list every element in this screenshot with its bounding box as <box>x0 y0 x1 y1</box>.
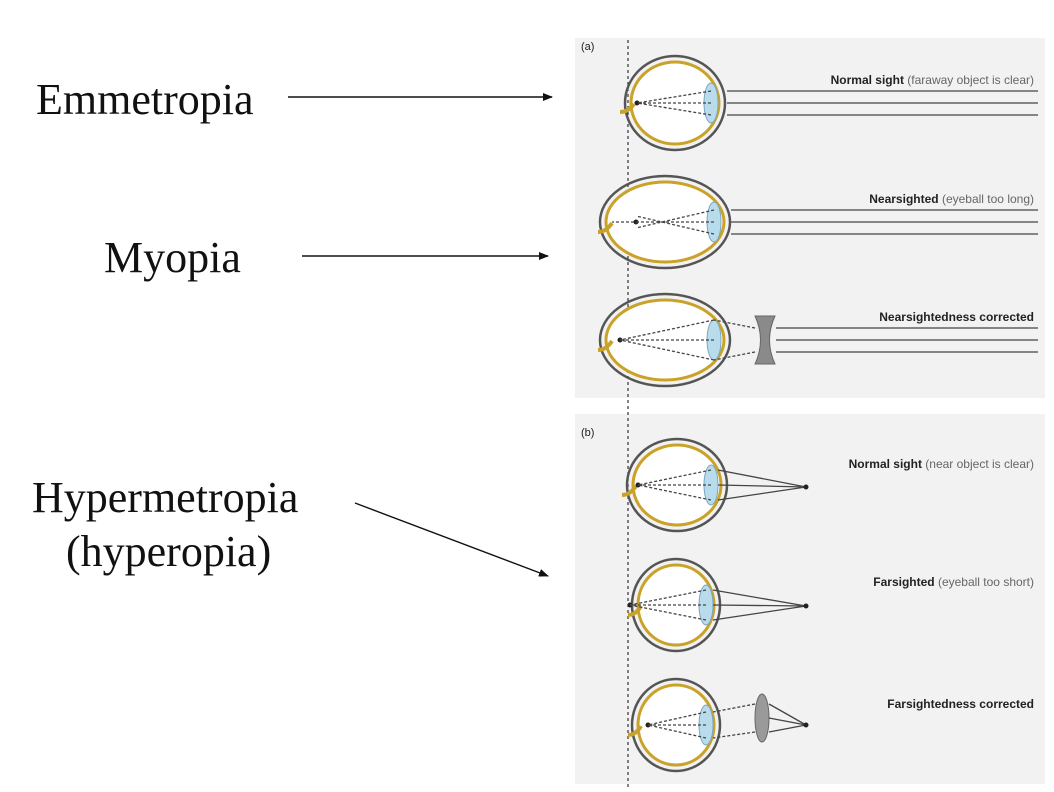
eye-a2 <box>597 174 732 270</box>
row-b3-bold: Farsightedness corrected <box>887 697 1034 711</box>
rays-b3 <box>647 703 807 739</box>
hypermetropia-label: Hypermetropia <box>32 473 299 522</box>
panel-a-tag: (a) <box>581 41 594 53</box>
hyperopia-label: (hyperopia) <box>66 527 272 576</box>
myopia-label: Myopia <box>104 233 241 282</box>
row-b3-caption: Farsightedness corrected <box>887 697 1034 711</box>
row-b1-caption: Normal sight (near object is clear) <box>849 457 1034 471</box>
row-b2-caption: Farsighted (eyeball too short) <box>873 575 1034 589</box>
row-b1-bold: Normal sight <box>849 457 922 471</box>
rays-a1 <box>636 90 1038 116</box>
row-b1-note: (near object is clear) <box>922 457 1034 471</box>
row-a1-caption: Normal sight (faraway object is clear) <box>831 73 1034 87</box>
concave-lens <box>754 315 776 365</box>
row-a2-bold: Nearsighted <box>869 192 938 206</box>
row-a1-note: (faraway object is clear) <box>904 73 1034 87</box>
row-a2-caption: Nearsighted (eyeball too long) <box>869 192 1034 206</box>
row-b2-bold: Farsighted <box>873 575 934 589</box>
arrow-hypermetropia <box>354 502 549 577</box>
panel-b-tag: (b) <box>581 427 594 439</box>
row-a3-bold: Nearsightedness corrected <box>879 310 1034 324</box>
near-object-b2 <box>803 603 809 609</box>
rays-b2 <box>629 589 807 621</box>
rays-b1 <box>637 469 807 501</box>
rays-a3 <box>619 319 1038 361</box>
near-object-b3 <box>803 722 809 728</box>
rays-a2 <box>612 209 1038 235</box>
emmetropia-label: Emmetropia <box>36 75 254 124</box>
near-object-b1 <box>803 484 809 490</box>
row-b2-note: (eyeball too short) <box>935 575 1034 589</box>
row-a2-note: (eyeball too long) <box>939 192 1034 206</box>
row-a1-bold: Normal sight <box>831 73 904 87</box>
convex-lens <box>754 693 770 743</box>
row-a3-caption: Nearsightedness corrected <box>879 310 1034 324</box>
